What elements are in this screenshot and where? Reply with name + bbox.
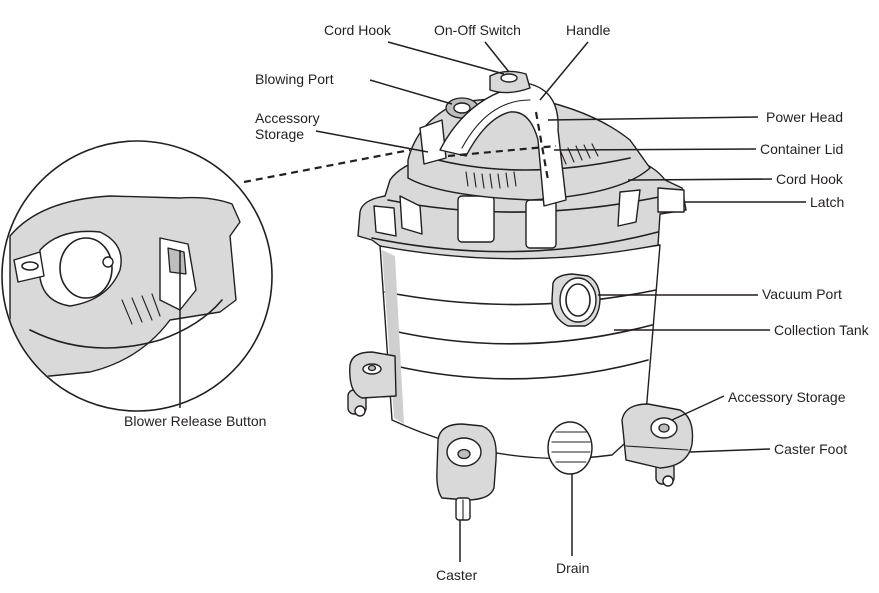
label-blower-release-button: Blower Release Button — [124, 413, 266, 429]
handle — [439, 70, 567, 207]
lid-vents — [465, 143, 599, 189]
label-caster: Caster — [436, 567, 478, 583]
label-drain: Drain — [556, 560, 589, 576]
label-cord-hook-top: Cord Hook — [324, 22, 392, 38]
front-caster — [436, 423, 497, 521]
label-caster-foot: Caster Foot — [774, 441, 847, 457]
blower-release-detail — [1, 140, 273, 412]
label-power-head: Power Head — [766, 109, 843, 125]
leader-lines — [179, 41, 806, 562]
drain — [547, 421, 593, 475]
collection-tank — [349, 244, 661, 460]
label-collection-tank: Collection Tank — [774, 322, 870, 338]
label-cord-hook-side: Cord Hook — [776, 171, 844, 187]
vacuum-illustration — [347, 70, 694, 521]
label-blowing-port: Blowing Port — [255, 71, 334, 87]
label-accessory-storage-top-line1: Accessory — [255, 110, 320, 126]
label-accessory-storage-top-line2: Storage — [255, 126, 304, 142]
caster-foot — [621, 403, 694, 469]
vacuum-port — [551, 273, 601, 327]
label-vacuum-port: Vacuum Port — [762, 286, 842, 302]
label-latch: Latch — [810, 194, 844, 210]
detail-connector — [243, 148, 411, 184]
label-container-lid: Container Lid — [760, 141, 843, 157]
hidden-line — [447, 144, 557, 158]
label-accessory-storage-foot: Accessory Storage — [728, 389, 846, 405]
label-on-off-switch: On-Off Switch — [434, 22, 521, 38]
label-handle: Handle — [566, 22, 611, 38]
labels: Cord Hook On-Off Switch Handle Blowing P… — [124, 22, 870, 583]
